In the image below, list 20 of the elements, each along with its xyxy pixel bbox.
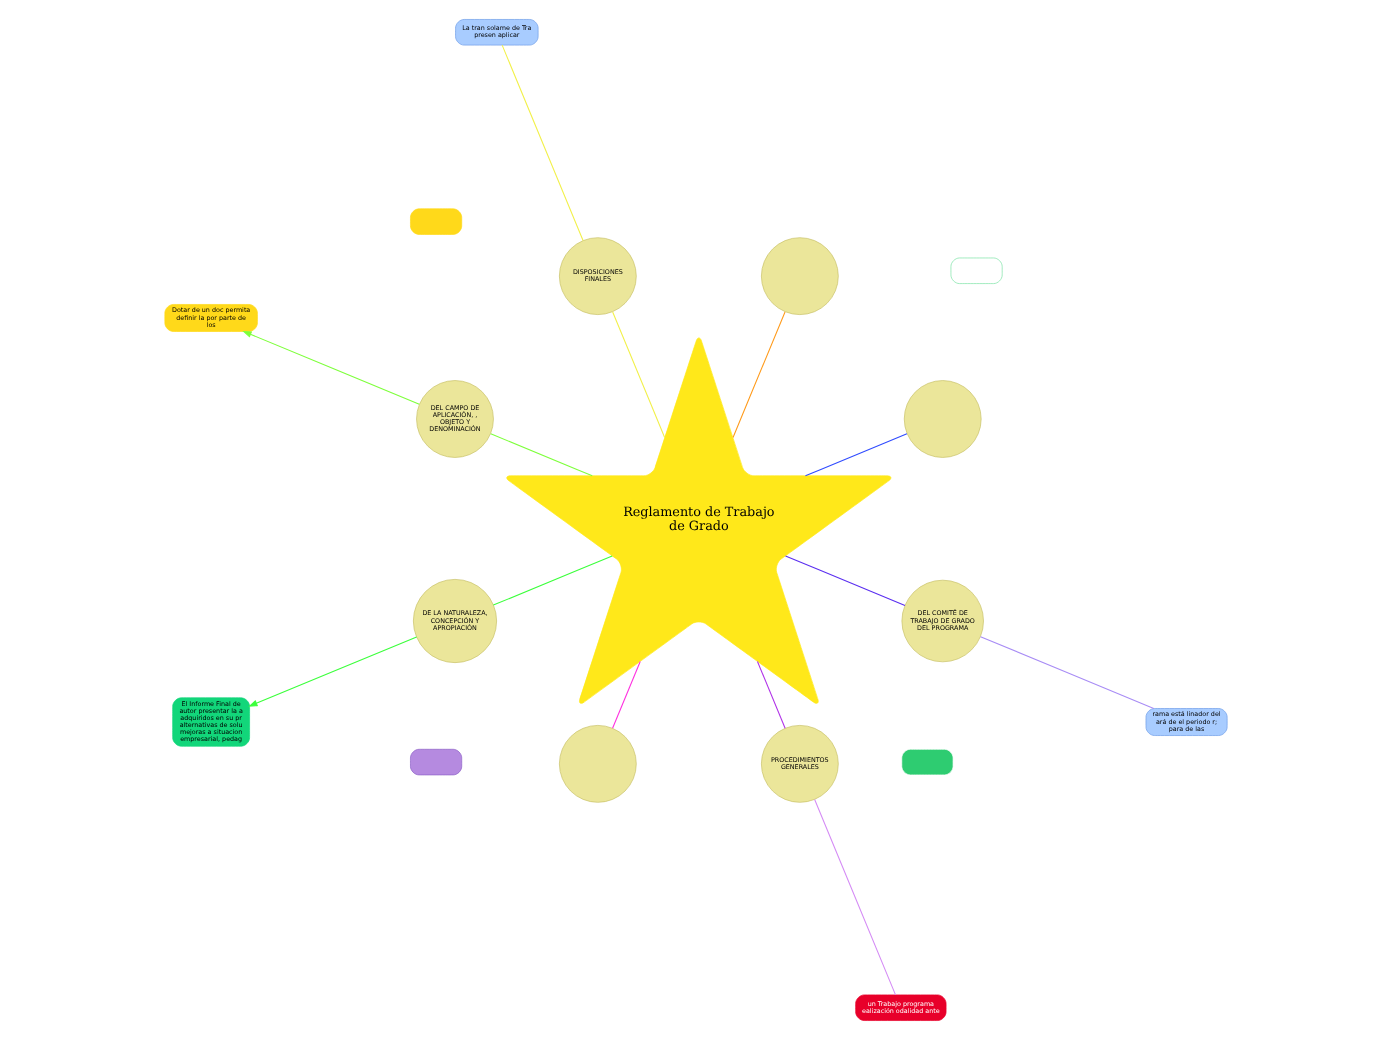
arrow — [242, 330, 420, 405]
node-box — [950, 257, 1003, 284]
connector — [784, 555, 906, 606]
node-box — [410, 748, 463, 776]
connector — [612, 660, 641, 729]
connector — [814, 799, 897, 996]
node-box — [410, 208, 463, 235]
connector — [756, 660, 786, 729]
connector — [490, 433, 593, 477]
node-circle — [559, 725, 637, 803]
node-circle — [761, 237, 839, 315]
connector — [501, 44, 584, 241]
connector — [492, 555, 613, 606]
node-box — [901, 748, 954, 776]
connector — [804, 433, 908, 477]
connector — [612, 311, 666, 438]
connector — [980, 636, 1155, 709]
arrow — [248, 636, 418, 707]
connector — [732, 311, 786, 438]
node-circle — [903, 380, 982, 458]
